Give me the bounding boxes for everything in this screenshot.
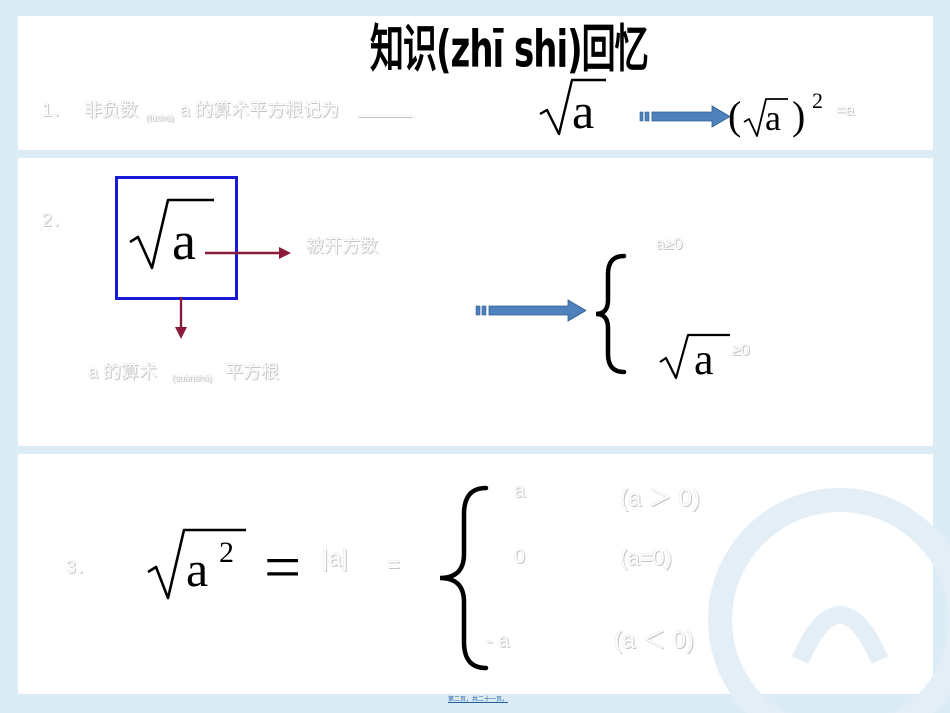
item1-paren-close: ) [792, 93, 806, 138]
item1-sq-inner: a [765, 98, 781, 138]
item2-label-bottom-pinyin: (suànshù) [172, 373, 213, 383]
slide [18, 16, 933, 694]
item2-cond2-suffix: ≥0 [732, 342, 750, 359]
item2-cond2-sqrt-symbol [659, 333, 730, 380]
item3-abs: |a| [322, 545, 348, 572]
item2-blue-arrow [475, 299, 587, 322]
item3-number: 3． [66, 557, 95, 577]
item2-radicand: a [172, 211, 196, 271]
item3-radicand: a [186, 541, 209, 597]
item2-red-arrow-down [175, 297, 187, 339]
divider-band [18, 446, 933, 454]
item1-text-b: a 的算术平方根记为 [180, 100, 340, 120]
item1-result: =a [836, 102, 855, 119]
watermark-logo [708, 488, 950, 713]
item1-paren-open: ( [728, 93, 742, 138]
item3-case2-cond: (a=0) [620, 545, 672, 570]
item2-label-bottom-b: 平方根 [225, 362, 279, 382]
item3-equals2: = [387, 552, 400, 577]
item1-pinyin: (fùshù) [146, 113, 175, 123]
item1-blue-arrow [639, 105, 731, 128]
item3-exponent: 2 [219, 536, 234, 569]
item1-exponent: 2 [812, 88, 823, 113]
item3-curly-brace [439, 485, 489, 671]
divider-band [18, 150, 933, 158]
item1-blank: ______ [358, 101, 412, 118]
item2-sqrt-symbol [129, 198, 214, 270]
item2-blue-box [115, 176, 238, 300]
item3-sqrt-symbol [147, 528, 246, 600]
item3-case1-value: a [514, 480, 526, 502]
item2-number: 2． [42, 210, 71, 230]
page-title: 知识(zhī shi)回忆 [370, 20, 649, 80]
item3-case3-cond: (a ＜ 0) [614, 627, 695, 654]
item1-radicand: a [572, 83, 595, 139]
item1-text-a: 非负数 [84, 100, 138, 120]
item3-case1-cond: (a ＞ 0) [620, 485, 701, 512]
item3-case2-value: 0 [514, 546, 526, 568]
item1-sqrt-symbol [539, 78, 606, 136]
item2-cond2-radicand: a [694, 335, 714, 384]
page-footer: 第二页，共二十一页。 [448, 697, 509, 703]
item2-cond1: a≥0 [656, 236, 683, 253]
item2-red-arrow-right [205, 247, 291, 259]
item2-curly-brace [595, 253, 627, 375]
item1-number: 1． [42, 100, 71, 120]
item1-sqrt-inner-symbol [743, 98, 788, 137]
item3-case3-value: - a [486, 630, 510, 652]
item3-equals: = [264, 531, 302, 604]
item2-label-right: 被开方数 [306, 236, 378, 256]
item2-label-bottom-a: a 的算术 [88, 362, 158, 382]
